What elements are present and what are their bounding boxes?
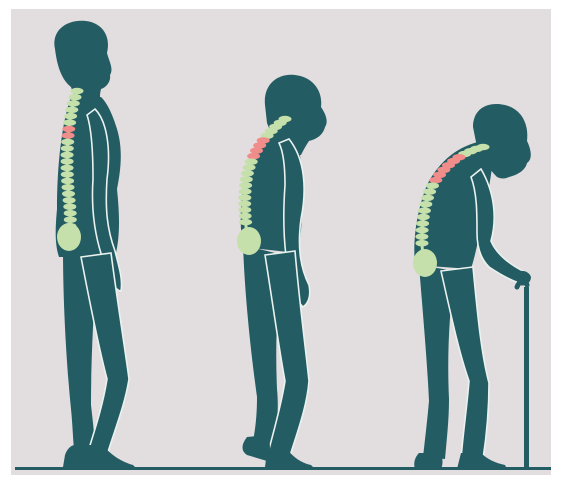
- affected-vertebra: [250, 147, 263, 153]
- vertebra: [239, 182, 252, 188]
- vertebra: [61, 171, 74, 177]
- vertebra: [62, 191, 75, 197]
- vertebra: [238, 195, 251, 201]
- vertebra: [61, 152, 74, 158]
- vertebra: [64, 113, 77, 119]
- affected-vertebra: [247, 153, 260, 159]
- vertebra: [238, 201, 251, 207]
- vertebra: [63, 204, 76, 210]
- affected-vertebra: [429, 177, 442, 183]
- vertebra: [64, 223, 77, 229]
- vertebra: [239, 213, 252, 219]
- affected-vertebra: [62, 126, 75, 132]
- vertebra: [62, 184, 75, 190]
- vertebra: [416, 240, 429, 246]
- vertebra: [426, 183, 439, 189]
- vertebra: [421, 195, 434, 201]
- cane-shaft: [524, 287, 529, 469]
- vertebra: [243, 164, 256, 170]
- vertebra: [64, 210, 77, 216]
- ground-line: [15, 467, 551, 470]
- vertebra: [61, 139, 74, 145]
- vertebra: [63, 197, 76, 203]
- vertebra: [64, 217, 77, 223]
- vertebra: [61, 165, 74, 171]
- vertebra: [416, 220, 429, 226]
- vertebra: [238, 207, 251, 213]
- vertebra: [419, 201, 432, 207]
- vertebra: [239, 219, 252, 225]
- back-foot: [414, 453, 442, 469]
- vertebra: [71, 88, 84, 94]
- vertebra: [61, 178, 74, 184]
- vertebra: [423, 188, 436, 194]
- vertebra: [245, 159, 258, 165]
- vertebra: [69, 94, 82, 100]
- vertebra: [61, 158, 74, 164]
- vertebra: [61, 145, 74, 151]
- affected-vertebra: [62, 132, 75, 138]
- illustration-panel: [11, 9, 551, 475]
- vertebra: [67, 100, 80, 106]
- pelvis: [413, 249, 437, 277]
- vertebra: [239, 188, 252, 194]
- vertebra: [240, 176, 253, 182]
- vertebra: [416, 227, 429, 233]
- vertebra: [63, 119, 76, 125]
- vertebra: [415, 233, 428, 239]
- vertebra: [418, 207, 431, 213]
- vertebra: [417, 214, 430, 220]
- posture-illustration: [11, 9, 551, 475]
- vertebra: [65, 107, 78, 113]
- vertebra: [241, 170, 254, 176]
- pelvis: [237, 227, 261, 255]
